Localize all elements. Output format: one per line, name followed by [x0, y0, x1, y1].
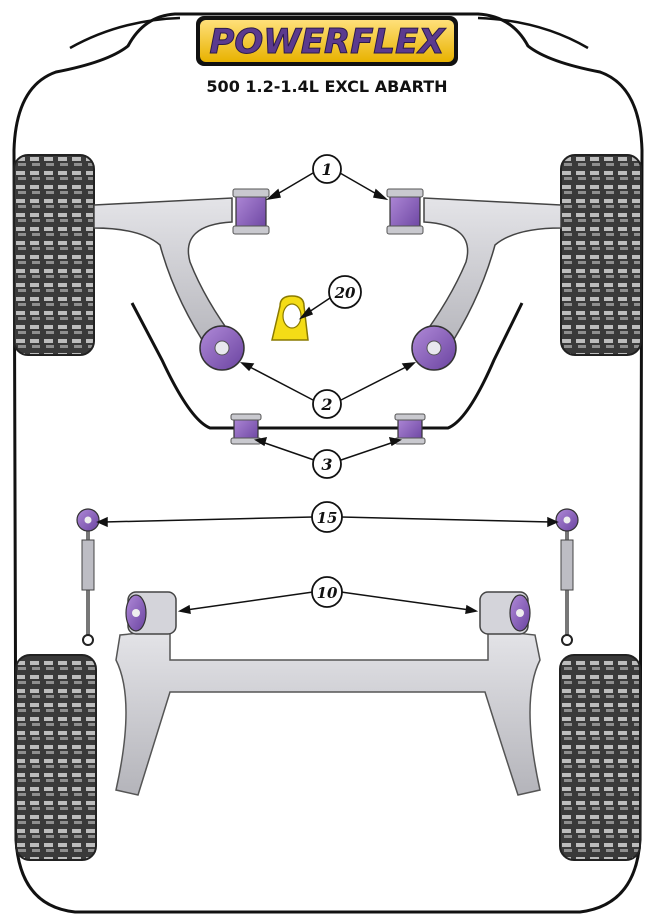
- callout-2: 2: [312, 389, 342, 419]
- callout-2-label: 2: [320, 395, 332, 414]
- logo-text: POWERFLEX: [209, 22, 446, 62]
- callout-3: 3: [312, 449, 342, 479]
- callout-3-label: 3: [321, 455, 332, 474]
- callout-15: 15: [311, 501, 343, 533]
- bush-1-left: [232, 188, 270, 235]
- rear-left-wheel: [15, 654, 97, 861]
- callout-10-label: 10: [317, 584, 338, 602]
- bush-3-left: [230, 413, 262, 445]
- right-drop-link: [555, 508, 579, 646]
- bush-10-right: [479, 591, 531, 635]
- callout-arrows: [96, 172, 559, 614]
- bush-2-left: [199, 325, 245, 371]
- bush-10-left: [125, 591, 177, 635]
- callout-1-label: 1: [321, 160, 332, 179]
- front-right-wheel: [560, 154, 642, 356]
- rear-right-wheel: [559, 654, 641, 861]
- bush-2-right: [411, 325, 457, 371]
- engine-mount-insert-20: [271, 295, 309, 341]
- callout-1: 1: [312, 154, 342, 184]
- left-drop-link: [76, 508, 100, 646]
- callout-10: 10: [311, 576, 343, 608]
- callout-20-label: 20: [334, 284, 356, 302]
- callout-15-label: 15: [317, 509, 338, 527]
- rear-beam-axle: [115, 629, 541, 796]
- bush-1-right: [386, 188, 424, 235]
- front-left-wheel: [13, 154, 95, 356]
- powerflex-logo: POWERFLEX: [196, 16, 458, 66]
- front-anti-roll-bar: [130, 302, 524, 430]
- bonnet-curve: [69, 16, 589, 50]
- callout-20: 20: [328, 275, 362, 309]
- model-subtitle: 500 1.2-1.4L EXCL ABARTH: [206, 77, 447, 96]
- bush-3-right: [394, 413, 426, 445]
